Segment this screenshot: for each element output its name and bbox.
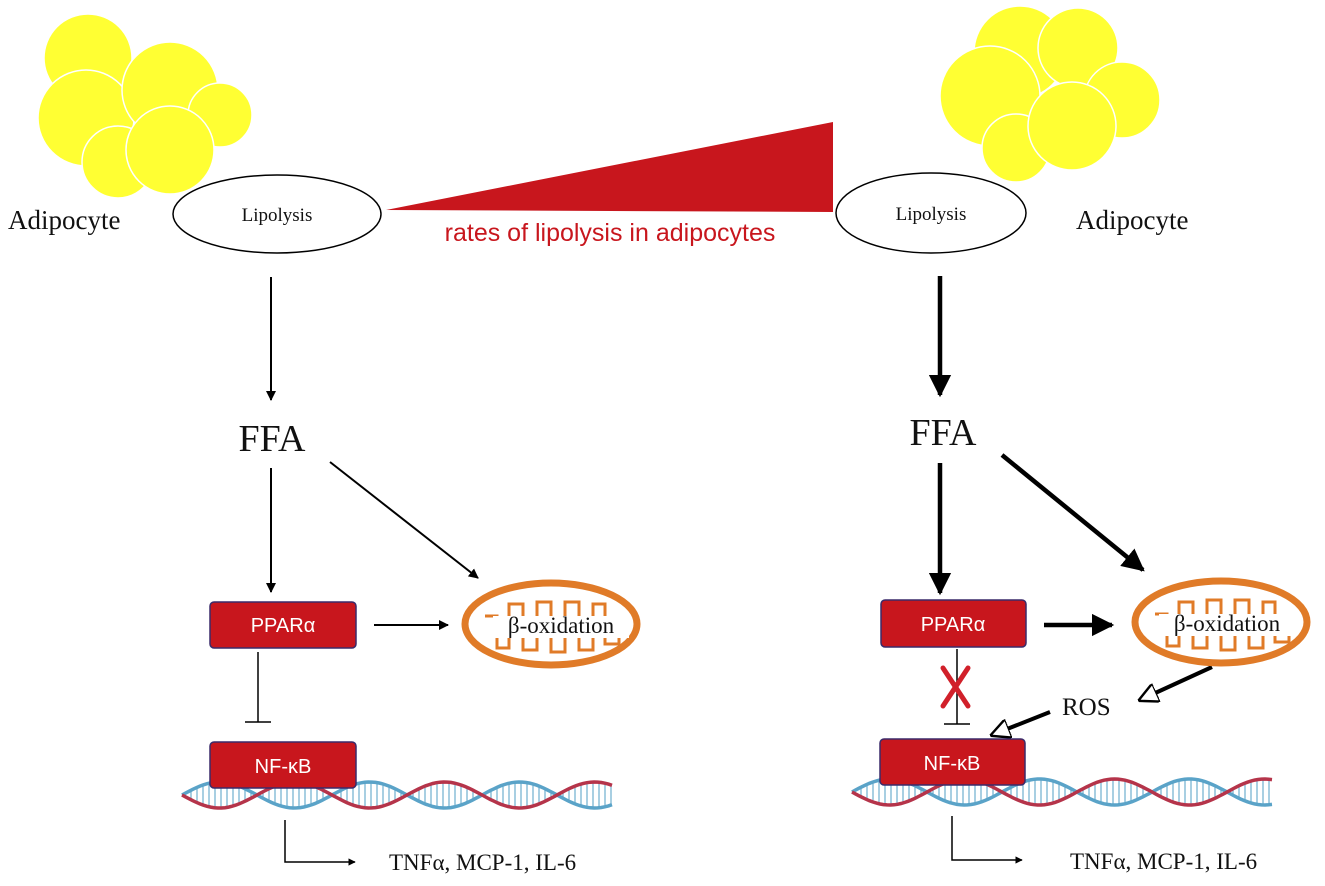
lipolysis-left-label: Lipolysis <box>242 205 313 226</box>
mitochondrion-right: β-oxidation <box>1131 577 1311 667</box>
adipocyte-cluster-left <box>37 13 253 199</box>
lipolysis-node-left: Lipolysis <box>172 174 382 254</box>
ppar-box-right: PPARα <box>880 599 1027 648</box>
ffa-right-label: FFA <box>910 412 977 454</box>
gradient-label: rates of lipolysis in adipocytes <box>445 219 776 247</box>
nfkb-right-label: NF-κB <box>924 753 981 775</box>
arrow-betaox-ros <box>1140 665 1213 700</box>
dna-strand <box>851 777 1273 807</box>
blocked-x-mark <box>940 665 971 709</box>
dna-strand <box>181 780 613 810</box>
arrow-ros-nfkb <box>992 710 1051 735</box>
ppar-right-label: PPARα <box>921 614 986 636</box>
lipolysis-right-label: Lipolysis <box>896 204 967 225</box>
arrow-ffa-betaox-left <box>329 461 479 579</box>
nfkb-box-left: NF-κB <box>209 741 357 789</box>
dna-strand <box>181 780 613 810</box>
cytokines-right-label: TNFα, MCP-1, IL-6 <box>1070 849 1257 874</box>
nfkb-left-label: NF-κB <box>255 756 312 778</box>
arrow-nfkb-cytokines-right <box>951 816 1023 864</box>
adipocyte-right-label: Adipocyte <box>1076 205 1188 235</box>
lipolysis-rate-wedge <box>386 122 833 212</box>
inhibition-ppar-nfkb-left <box>245 652 271 723</box>
ffa-left-label: FFA <box>239 418 306 460</box>
arrow-ffa-betaox-right <box>1000 453 1145 572</box>
ppar-left-label: PPARα <box>251 615 316 637</box>
adipocyte-left-label: Adipocyte <box>8 205 120 235</box>
nfkb-box-right: NF-κB <box>879 738 1026 786</box>
lipolysis-node-right: Lipolysis <box>835 172 1027 254</box>
arrow-nfkb-cytokines-left <box>284 820 356 866</box>
beta-oxidation-left-label: β-oxidation <box>508 613 615 638</box>
cytokines-left-label: TNFα, MCP-1, IL-6 <box>389 850 576 875</box>
dna-strand <box>851 777 1273 807</box>
ros-label: ROS <box>1062 694 1111 721</box>
mitochondrion-left: β-oxidation <box>461 579 641 669</box>
adipocyte-cluster-right <box>939 5 1161 183</box>
beta-oxidation-right-label: β-oxidation <box>1174 611 1281 636</box>
ppar-box-left: PPARα <box>209 601 357 649</box>
